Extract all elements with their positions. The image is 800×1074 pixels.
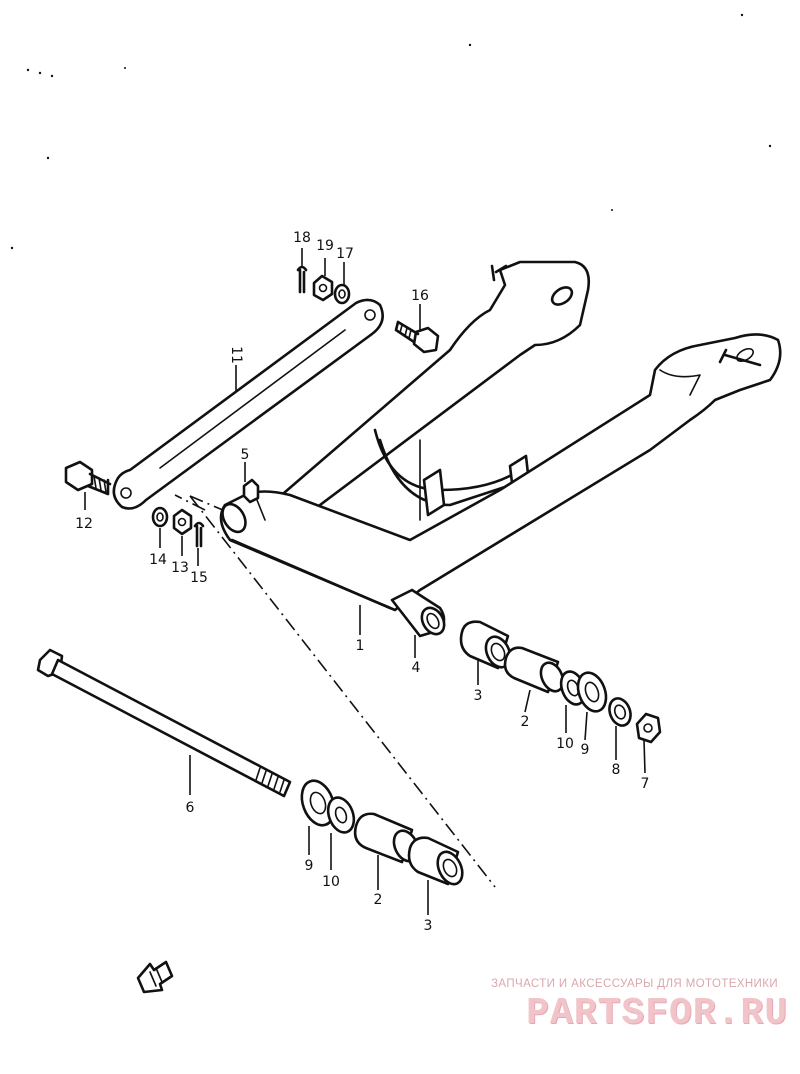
callout-18: 18 [293, 230, 311, 246]
torque-link-part-11 [112, 298, 384, 510]
nut-part-7 [635, 712, 662, 744]
callout-6: 6 [186, 800, 195, 816]
callout-2-left: 2 [374, 892, 383, 908]
callout-4: 4 [412, 660, 421, 676]
callout-14: 14 [149, 552, 167, 568]
callout-7: 7 [641, 776, 650, 792]
seal-part-9-left [300, 779, 336, 827]
washer-part-14 [151, 506, 169, 528]
callout-9-left: 9 [305, 858, 314, 874]
pivot-bushing-part-4 [390, 588, 446, 638]
washer-part-10-left [326, 796, 356, 834]
callout-2-right: 2 [521, 714, 530, 730]
nut-part-19 [312, 274, 334, 302]
seal-part-9-right [576, 671, 608, 713]
callout-17: 17 [336, 246, 354, 262]
watermark-logo: PARTSFOR.RU [526, 992, 788, 1035]
callout-16: 16 [411, 288, 429, 304]
cotter-pin-part-15 [193, 521, 205, 548]
callout-11: 11 [228, 346, 244, 364]
pivot-shaft-part-6 [36, 648, 292, 798]
callout-15: 15 [190, 570, 208, 586]
forward-arrow-icon [136, 960, 174, 994]
callout-3-left: 3 [424, 918, 433, 934]
callout-3-right: 3 [474, 688, 483, 704]
swingarm-part-1 [219, 260, 782, 612]
callout-19: 19 [316, 238, 334, 254]
needle-bearing-part-3-right [459, 620, 512, 670]
nut-part-13 [172, 508, 193, 536]
callout-12: 12 [75, 516, 93, 532]
washer-part-17 [333, 283, 351, 305]
needle-bearing-part-3-left [407, 836, 464, 886]
spacer-part-2-right [503, 646, 565, 694]
callout-10-right: 10 [556, 736, 574, 752]
cotter-pin-part-18 [296, 265, 308, 294]
callout-8: 8 [612, 762, 621, 778]
bolt-part-16 [394, 320, 440, 354]
callout-5: 5 [241, 447, 250, 463]
washer-part-8 [608, 697, 632, 727]
grease-nipple-part-5 [242, 478, 260, 504]
print-specks [10, 13, 772, 250]
leader-lines [84, 248, 646, 915]
bolt-part-12 [64, 460, 112, 496]
callout-10-left: 10 [322, 874, 340, 890]
callout-13: 13 [171, 560, 189, 576]
watermark-tagline: ЗАПЧАСТИ И АКСЕССУАРЫ ДЛЯ МОТОТЕХНИКИ [491, 978, 778, 990]
callout-1: 1 [356, 638, 365, 654]
callout-9-right: 9 [581, 742, 590, 758]
callout-labels: 11 18 19 17 16 5 12 14 13 15 1 4 3 2 10 … [75, 230, 649, 934]
